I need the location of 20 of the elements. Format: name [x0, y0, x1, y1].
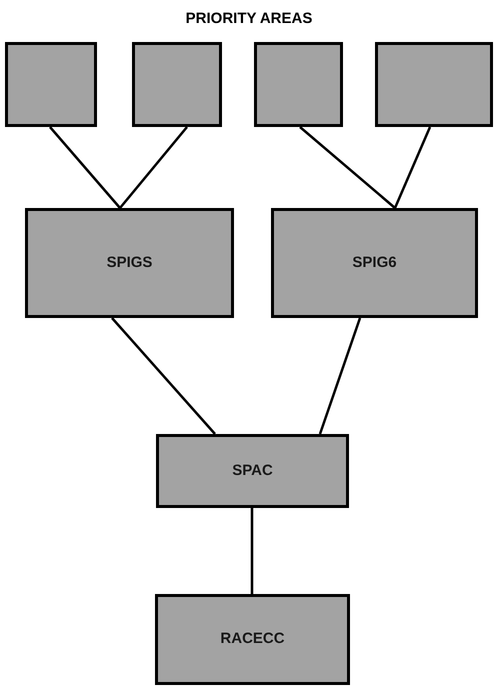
org-box — [155, 594, 350, 685]
connector-line — [394, 126, 432, 208]
org-box — [25, 208, 234, 318]
empty-box — [254, 42, 343, 127]
empty-box — [132, 42, 222, 127]
org-box — [156, 434, 349, 508]
connector-line — [318, 318, 362, 434]
box-label: RACECC — [220, 629, 285, 650]
connector-line — [299, 126, 396, 209]
org-box — [271, 208, 478, 318]
connector-line — [49, 126, 121, 209]
box-label: SPAC — [232, 460, 273, 481]
diagram-title: PRIORITY AREAS — [186, 9, 312, 29]
empty-box — [5, 42, 97, 127]
box-label: SPIG6 — [352, 252, 397, 273]
empty-box — [375, 42, 493, 127]
connector-line — [111, 317, 216, 435]
box-label: SPIGS — [106, 252, 152, 273]
connector-line — [119, 126, 188, 209]
connector-line — [250, 508, 254, 594]
